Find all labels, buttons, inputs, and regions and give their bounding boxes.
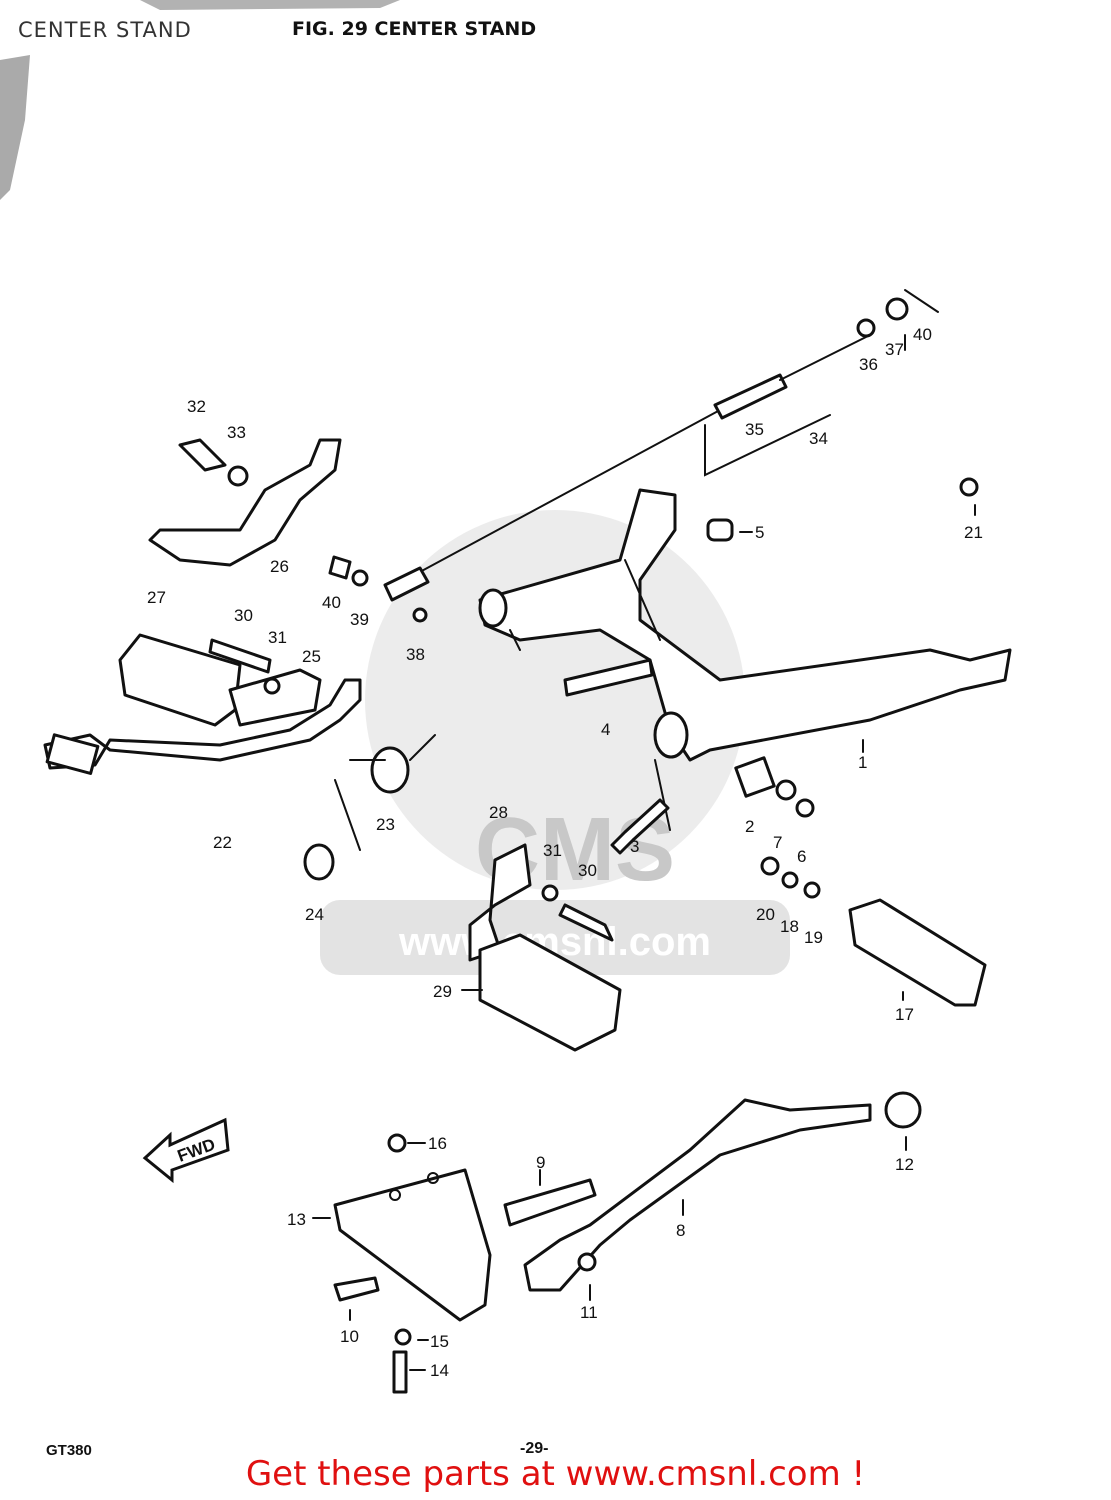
callout-14: 14 <box>430 1361 449 1380</box>
callout-22: 22 <box>213 833 232 852</box>
callout-15: 15 <box>430 1332 449 1351</box>
callout-24: 24 <box>305 905 324 924</box>
center-stand-frame <box>478 488 1012 831</box>
hardware-small-parts <box>328 477 979 855</box>
callout-40-left: 40 <box>322 593 341 612</box>
callout-1: 1 <box>858 753 867 772</box>
front-footrest-right <box>760 856 987 1007</box>
scan-noise <box>0 0 400 200</box>
callout-35: 35 <box>745 420 764 439</box>
rear-footrest-assembly <box>118 633 322 727</box>
callout-3: 3 <box>630 837 639 856</box>
spring-part-4 <box>563 658 654 697</box>
callout-27: 27 <box>147 588 166 607</box>
callout-6: 6 <box>797 847 806 866</box>
arm-part-26 <box>148 438 342 567</box>
callout-9: 9 <box>536 1153 545 1172</box>
callout-13: 13 <box>287 1210 306 1229</box>
page-number: -29- <box>520 1440 549 1457</box>
callout-40-right: 40 <box>913 325 932 344</box>
callout-7: 7 <box>773 833 782 852</box>
fwd-arrow: FWD <box>142 1117 230 1184</box>
callout-17: 17 <box>895 1005 914 1024</box>
callout-19: 19 <box>804 928 823 947</box>
callout-37: 37 <box>885 340 904 359</box>
callout-11: 11 <box>580 1303 598 1322</box>
diagram-section-title: CENTER STAND <box>18 18 192 42</box>
callout-33: 33 <box>227 423 246 442</box>
callout-31-rear: 31 <box>268 628 287 647</box>
callout-31-front: 31 <box>543 841 562 860</box>
callout-5: 5 <box>755 523 764 542</box>
callout-28: 28 <box>489 803 508 822</box>
callout-18: 18 <box>780 917 799 936</box>
brake-pedal-assembly <box>43 678 436 881</box>
callout-30-front: 30 <box>578 861 597 880</box>
callout-26: 26 <box>270 557 289 576</box>
callout-20: 20 <box>756 905 775 924</box>
callout-25: 25 <box>302 647 321 666</box>
callout-21: 21 <box>964 523 983 542</box>
callout-29: 29 <box>433 982 452 1001</box>
callout-38: 38 <box>406 645 425 664</box>
callout-34: 34 <box>809 429 828 448</box>
callout-36: 36 <box>859 355 878 374</box>
callout-32: 32 <box>187 397 206 416</box>
callout-2: 2 <box>745 817 754 836</box>
callout-leaders <box>312 334 976 1371</box>
callout-10: 10 <box>340 1327 359 1346</box>
promo-link[interactable]: Get these parts at www.cmsnl.com ! <box>245 1454 866 1494</box>
plate-and-lever <box>333 1091 922 1394</box>
callout-8: 8 <box>676 1221 685 1240</box>
callout-30-rear: 30 <box>234 606 253 625</box>
callout-23: 23 <box>376 815 395 834</box>
callout-4: 4 <box>601 720 610 739</box>
callout-12: 12 <box>895 1155 914 1174</box>
figure-title: FIG. 29 CENTER STAND <box>292 18 537 40</box>
callout-39: 39 <box>350 610 369 629</box>
callout-labels: 1 2 3 4 5 6 7 8 9 10 11 12 13 14 15 16 1… <box>147 325 983 1380</box>
front-footrest-left <box>468 843 622 1052</box>
cable-assembly <box>383 289 939 602</box>
model-code: GT380 <box>46 1442 92 1459</box>
callout-16: 16 <box>428 1134 447 1153</box>
